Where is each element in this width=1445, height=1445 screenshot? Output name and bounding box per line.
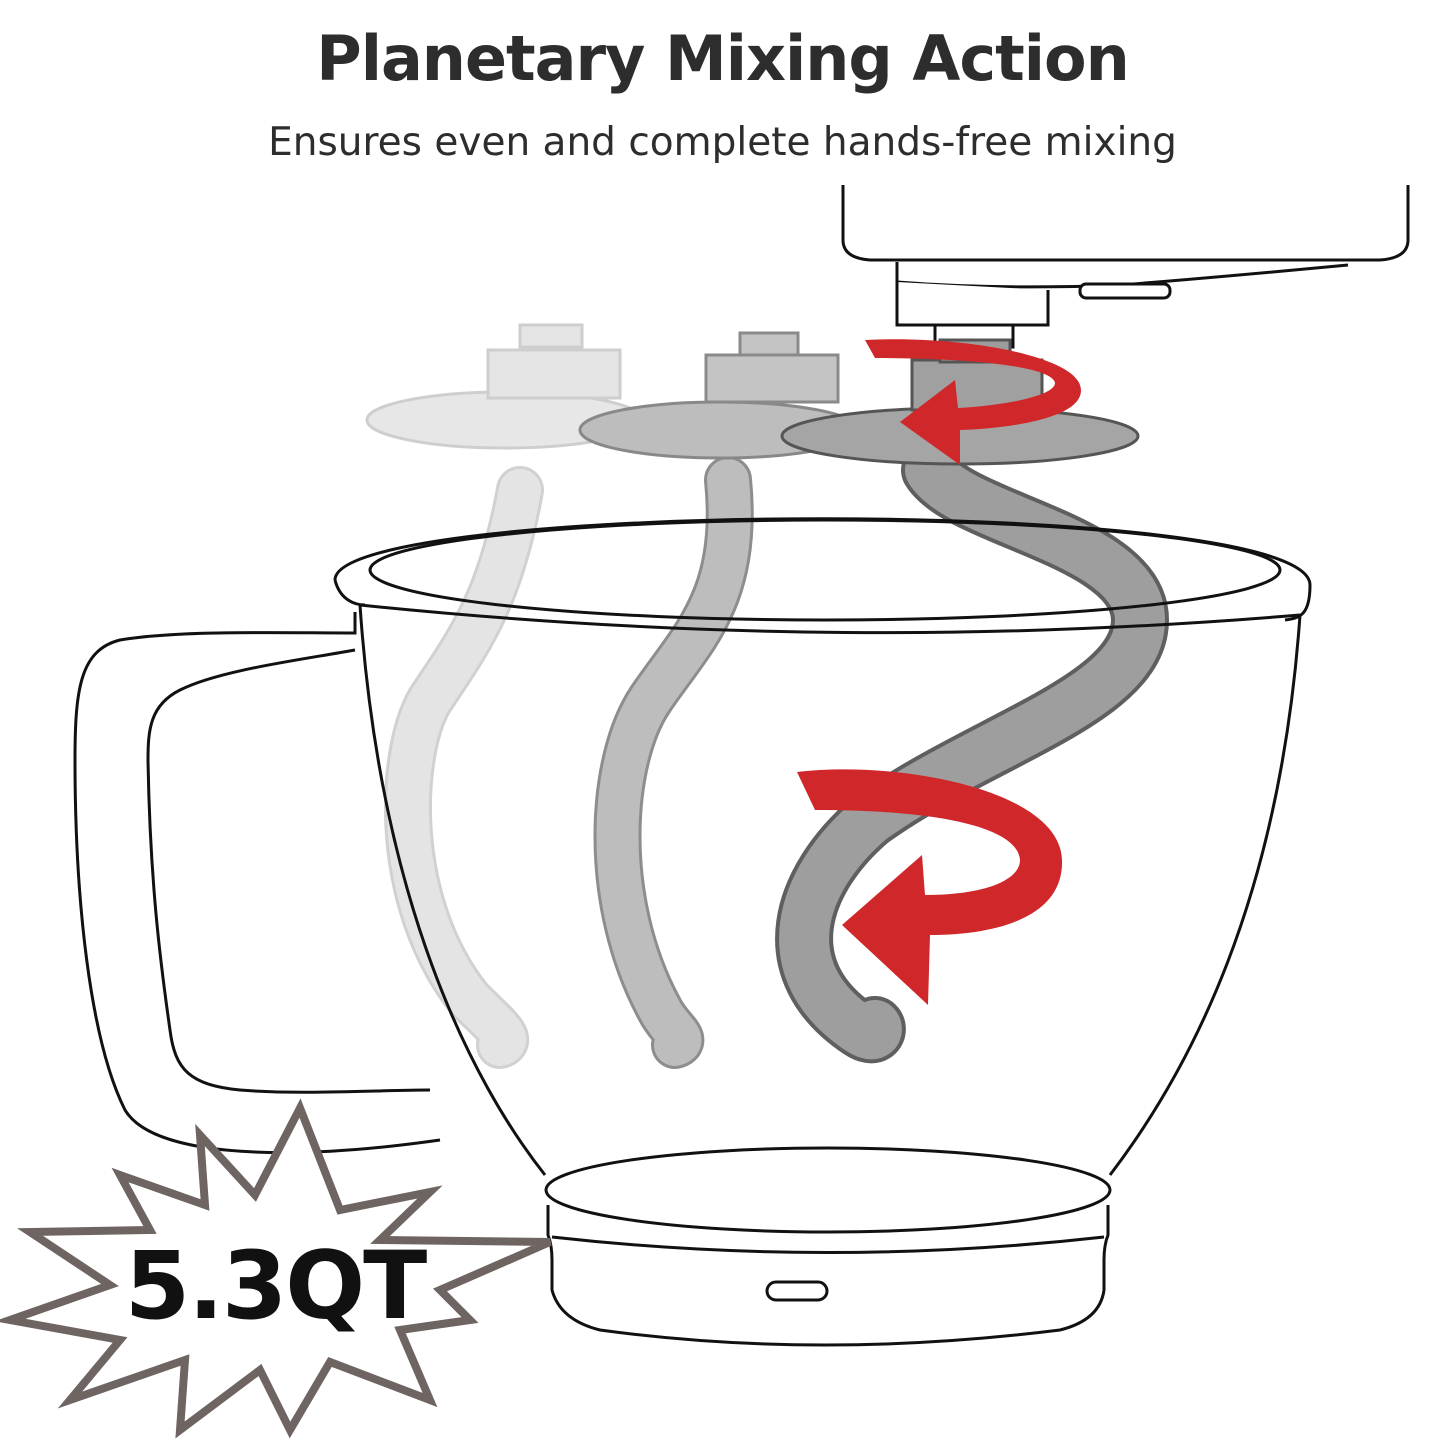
rotation-arrow-icon <box>797 769 1063 1005</box>
dough-hook-icon <box>578 331 862 1069</box>
capacity-badge-label: 5.3QT <box>124 1232 428 1341</box>
page-title: Planetary Mixing Action <box>316 22 1129 95</box>
mixer-head-icon <box>841 185 1410 349</box>
mixing-bowl-icon <box>73 517 1312 1347</box>
dough-hook-icon <box>365 323 645 1069</box>
page-subtitle: Ensures even and complete hands-free mix… <box>268 120 1177 165</box>
rotation-arrow-icon <box>865 339 1081 465</box>
starburst-icon <box>0 1098 552 1439</box>
